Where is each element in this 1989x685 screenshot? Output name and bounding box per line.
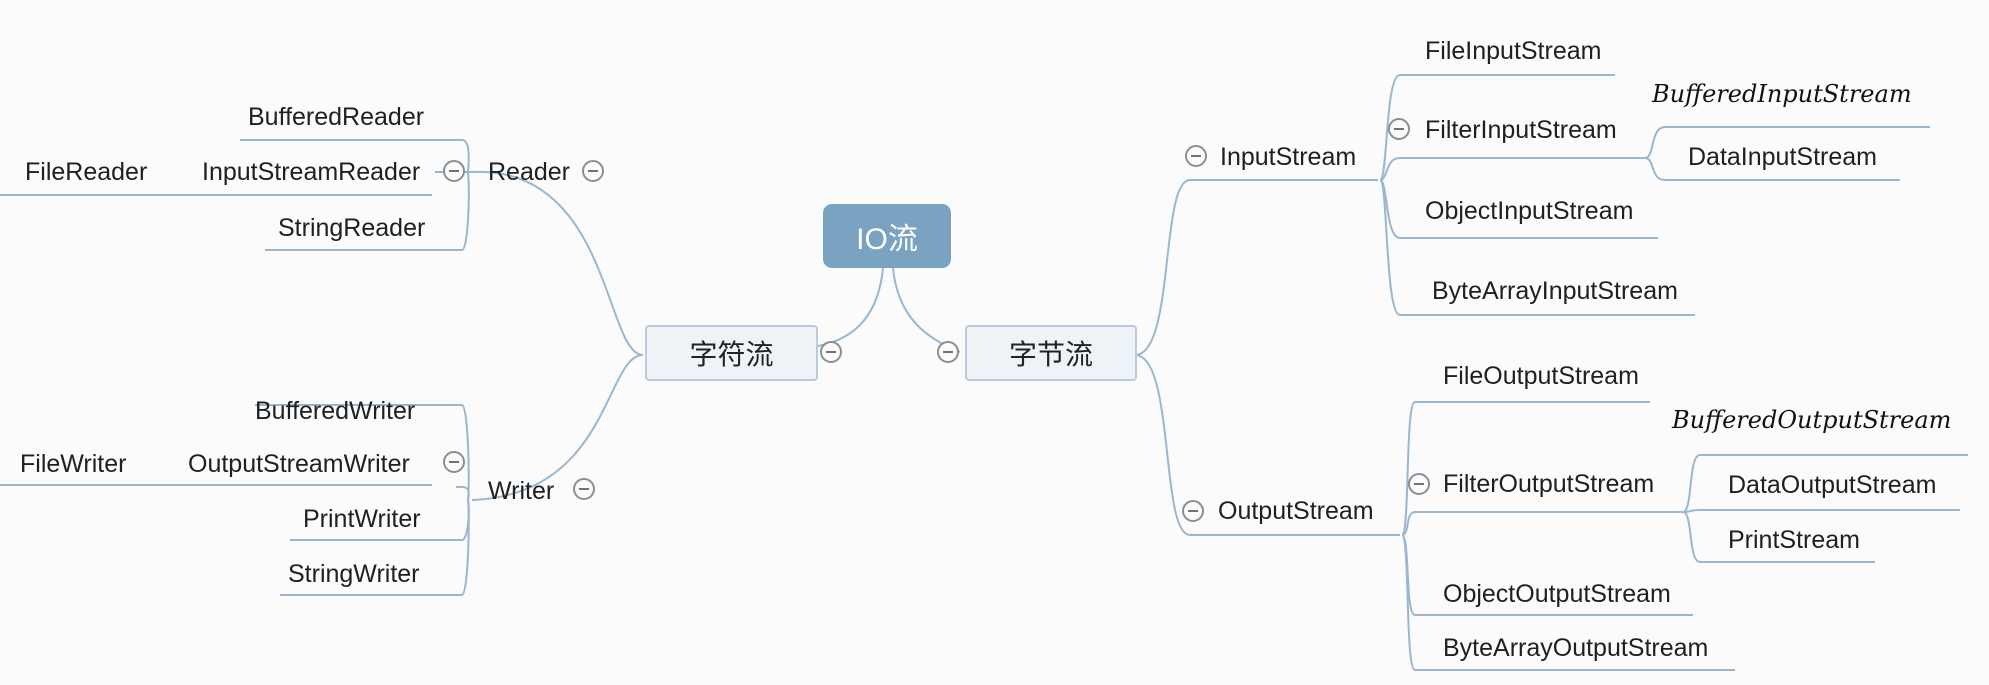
- file-writer-node[interactable]: FileWriter: [20, 450, 127, 478]
- collapse-reader-icon[interactable]: [582, 160, 604, 182]
- byte-stream-node[interactable]: 字节流: [965, 325, 1137, 381]
- input-stream-node[interactable]: InputStream: [1220, 143, 1357, 171]
- buffered-input-stream-node[interactable]: BufferedInputStream: [1652, 80, 1912, 108]
- collapse-writer-icon[interactable]: [573, 478, 595, 500]
- collapse-filter-input-stream-icon[interactable]: [1388, 118, 1410, 140]
- object-input-stream-node[interactable]: ObjectInputStream: [1425, 197, 1634, 225]
- filter-output-stream-node[interactable]: FilterOutputStream: [1443, 470, 1655, 498]
- file-reader-node[interactable]: FileReader: [25, 158, 148, 186]
- collapse-input-stream-reader-icon[interactable]: [443, 160, 465, 182]
- string-writer-node[interactable]: StringWriter: [288, 560, 420, 588]
- buffered-writer-node[interactable]: BufferedWriter: [255, 397, 416, 425]
- byte-array-output-stream-node[interactable]: ByteArrayOutputStream: [1443, 634, 1709, 662]
- input-stream-reader-node[interactable]: InputStreamReader: [202, 158, 421, 186]
- print-stream-node[interactable]: PrintStream: [1728, 526, 1860, 554]
- buffered-output-stream-node[interactable]: BufferedOutputStream: [1672, 406, 1952, 434]
- buffered-reader-node[interactable]: BufferedReader: [248, 103, 425, 131]
- collapse-char-stream-icon[interactable]: [820, 341, 842, 363]
- char-stream-node[interactable]: 字符流: [645, 325, 818, 381]
- data-input-stream-node[interactable]: DataInputStream: [1688, 143, 1877, 171]
- output-stream-writer-node[interactable]: OutputStreamWriter: [188, 450, 410, 478]
- file-output-stream-node[interactable]: FileOutputStream: [1443, 362, 1639, 390]
- collapse-byte-stream-icon[interactable]: [937, 341, 959, 363]
- file-input-stream-node[interactable]: FileInputStream: [1425, 37, 1602, 65]
- collapse-output-stream-writer-icon[interactable]: [443, 451, 465, 473]
- root-node[interactable]: IO流: [823, 204, 951, 268]
- string-reader-node[interactable]: StringReader: [278, 214, 426, 242]
- data-output-stream-node[interactable]: DataOutputStream: [1728, 471, 1937, 499]
- collapse-output-stream-icon[interactable]: [1182, 500, 1204, 522]
- writer-node[interactable]: Writer: [488, 477, 555, 505]
- print-writer-node[interactable]: PrintWriter: [303, 505, 421, 533]
- reader-node[interactable]: Reader: [488, 158, 570, 186]
- byte-array-input-stream-node[interactable]: ByteArrayInputStream: [1432, 277, 1678, 305]
- object-output-stream-node[interactable]: ObjectOutputStream: [1443, 580, 1671, 608]
- collapse-input-stream-icon[interactable]: [1185, 145, 1207, 167]
- output-stream-node[interactable]: OutputStream: [1218, 497, 1374, 525]
- filter-input-stream-node[interactable]: FilterInputStream: [1425, 116, 1617, 144]
- collapse-filter-output-stream-icon[interactable]: [1408, 473, 1430, 495]
